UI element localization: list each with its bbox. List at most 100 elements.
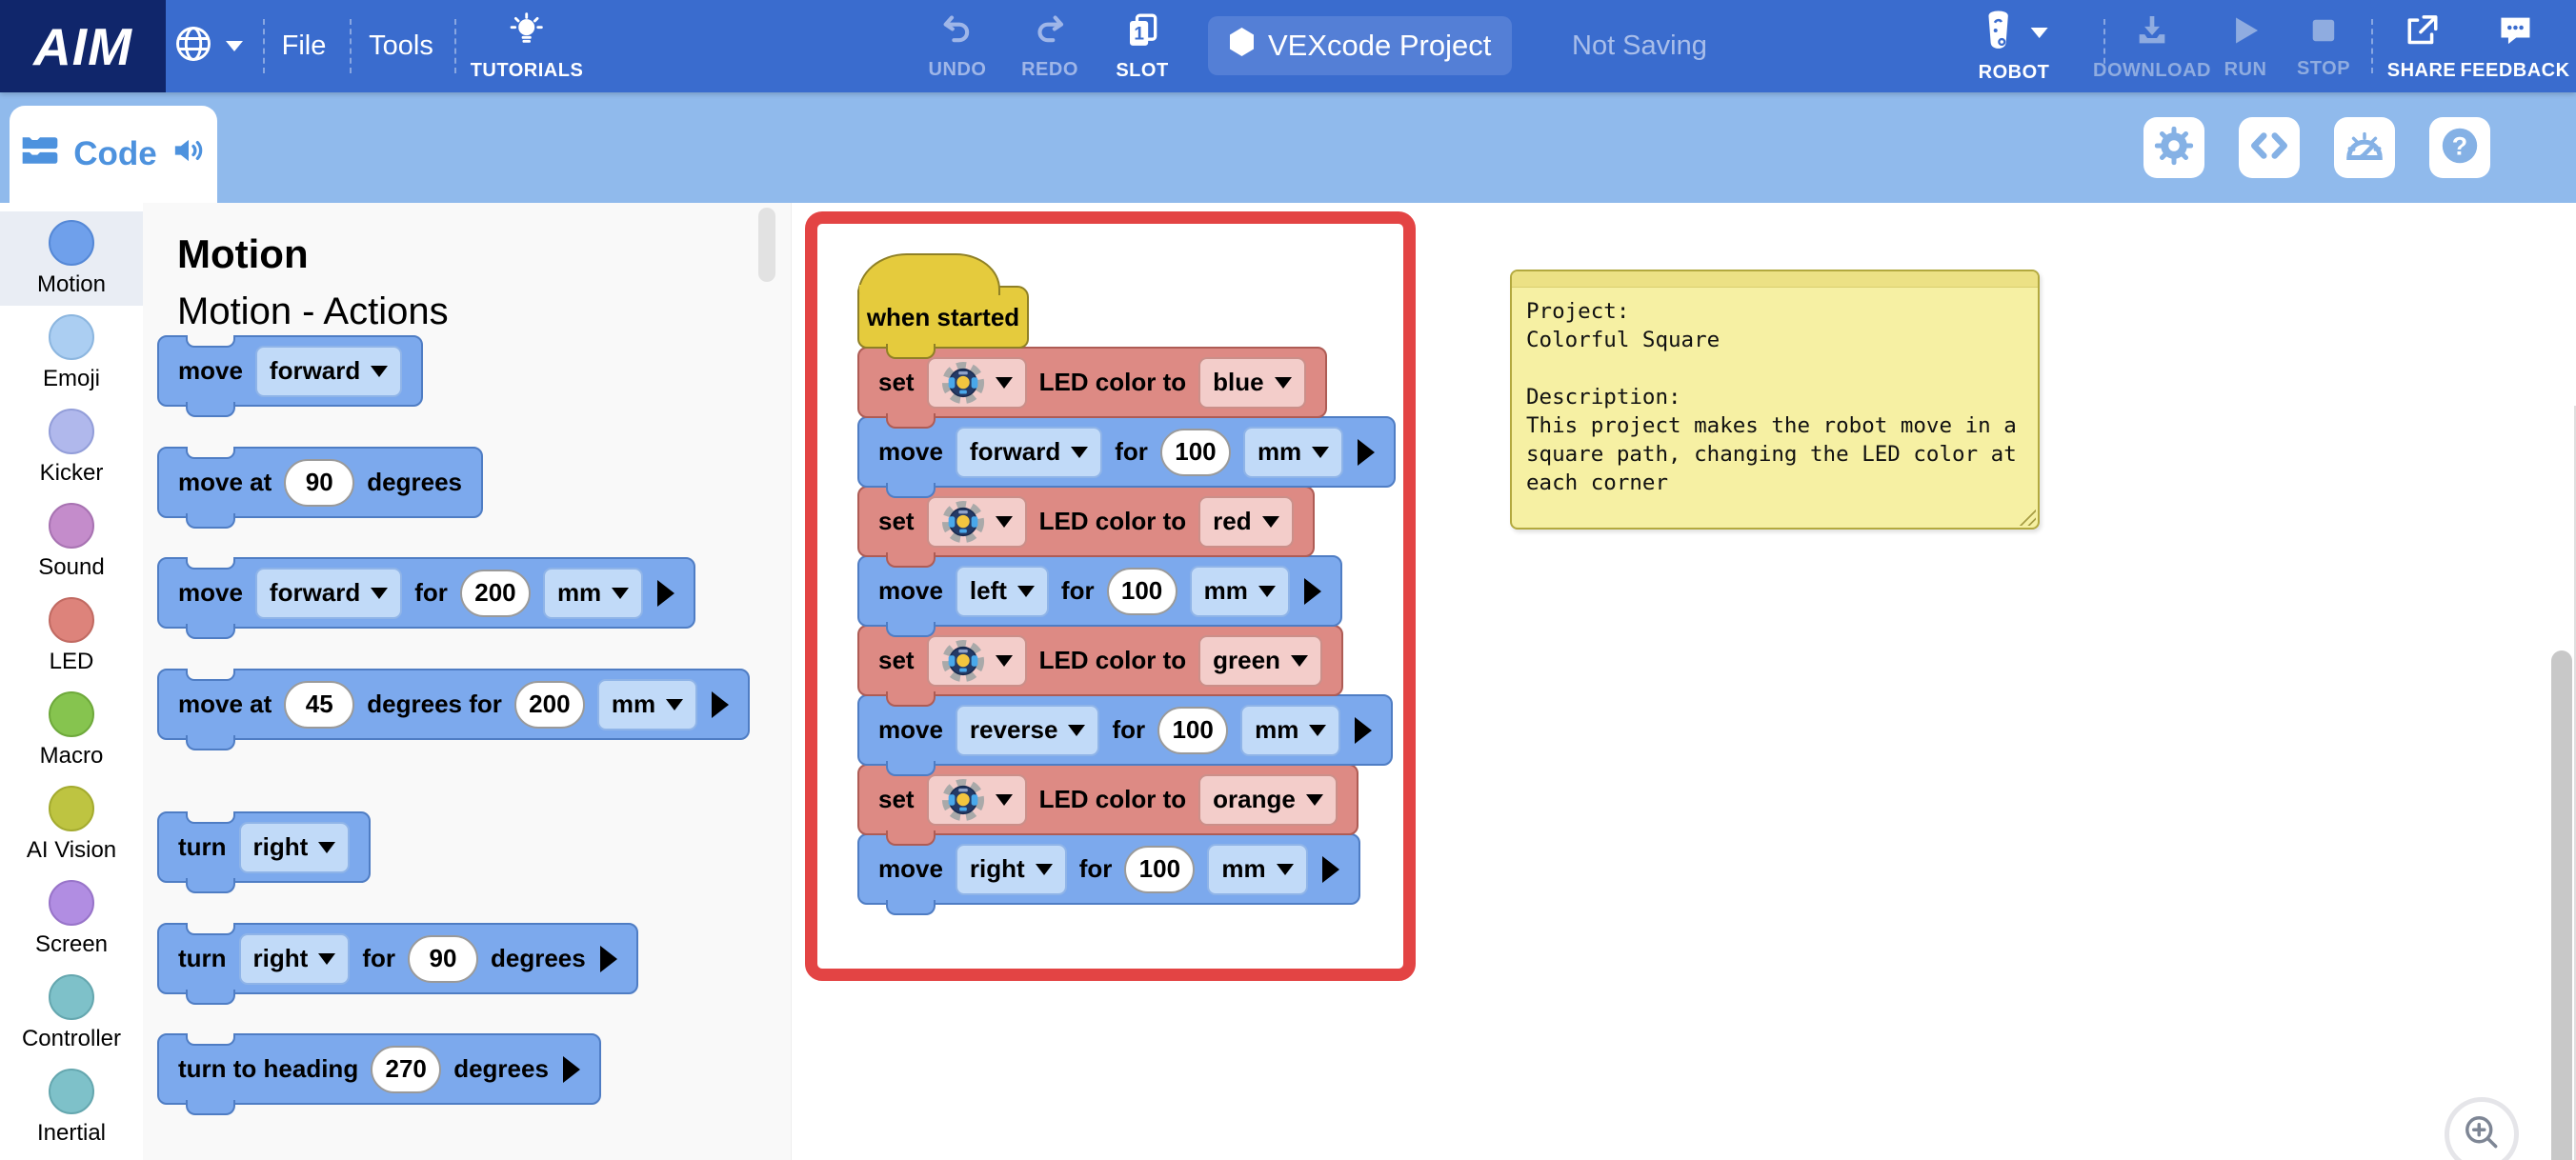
number-input[interactable]: 270 (371, 1045, 442, 1093)
sidebar-item-macro[interactable]: Macro (0, 683, 143, 777)
resize-handle-icon[interactable] (2017, 507, 2036, 526)
block-dropdown[interactable]: forward (254, 567, 403, 619)
sidebar-item-ai-vision[interactable]: AI Vision (0, 777, 143, 871)
number-input[interactable]: 200 (459, 569, 531, 617)
block-dropdown[interactable]: mm (542, 567, 644, 619)
dropdown-value: mm (556, 578, 602, 607)
speaker-icon[interactable] (170, 131, 208, 178)
robot-selector-dropdown[interactable] (926, 356, 1027, 409)
number-input[interactable]: 200 (513, 680, 585, 729)
language-menu[interactable] (172, 0, 243, 92)
sidebar-item-motion[interactable]: Motion (0, 211, 143, 306)
redo-button[interactable]: REDO (1021, 0, 1078, 92)
download-button[interactable]: DOWNLOAD (2093, 0, 2211, 92)
block-notch (186, 811, 235, 824)
block-dropdown[interactable]: mm (1242, 426, 1344, 478)
expand-arrow-icon[interactable] (1303, 577, 1321, 605)
project-comment[interactable]: Project: Colorful Square Description: Th… (1510, 270, 2040, 530)
expand-arrow-icon[interactable] (1355, 716, 1373, 744)
expand-arrow-icon[interactable] (657, 579, 675, 607)
block-dropdown[interactable]: reverse (955, 704, 1100, 756)
block-dropdown[interactable]: forward (955, 426, 1103, 478)
monitor-button[interactable] (2334, 117, 2395, 178)
stop-button[interactable]: STOP (2297, 0, 2350, 92)
block-dropdown[interactable]: forward (254, 345, 403, 397)
number-input[interactable]: 100 (1124, 845, 1196, 893)
slot-label: SLOT (1116, 59, 1169, 81)
expand-arrow-icon[interactable] (562, 1055, 580, 1083)
share-button[interactable]: SHARE (2387, 0, 2457, 92)
block-dropdown[interactable]: blue (1198, 356, 1306, 409)
undo-button[interactable]: UNDO (929, 0, 987, 92)
number-input[interactable]: 100 (1106, 567, 1177, 615)
expand-arrow-icon[interactable] (1358, 438, 1376, 466)
help-button[interactable]: ? (2429, 117, 2490, 178)
palette-block-turn[interactable]: turn right (157, 811, 372, 893)
comment-text[interactable]: Project: Colorful Square Description: Th… (1526, 299, 2017, 495)
block-dropdown[interactable]: mm (1189, 565, 1290, 617)
sidebar-item-screen[interactable]: Screen (0, 871, 143, 966)
block-dropdown[interactable]: green (1198, 634, 1322, 687)
block-dropdown[interactable]: right (955, 843, 1067, 895)
project-name-button[interactable]: VEXcode Project (1208, 16, 1513, 75)
number-input[interactable]: 45 (284, 680, 355, 729)
sidebar-item-controller[interactable]: Controller (0, 966, 143, 1060)
block-dropdown[interactable]: left (955, 565, 1049, 617)
expand-arrow-icon[interactable] (1321, 855, 1339, 883)
comment-header[interactable] (1512, 271, 2038, 288)
slot-button[interactable]: 1 SLOT (1116, 0, 1168, 92)
block-label: for (362, 944, 395, 972)
tab-code[interactable]: Code (10, 106, 217, 203)
zoom-in-button[interactable] (2445, 1097, 2519, 1160)
block-dropdown[interactable]: mm (596, 678, 698, 730)
sidebar-item-sound[interactable]: Sound (0, 494, 143, 589)
block-dropdown[interactable]: right (238, 932, 351, 985)
sidebar-item-led[interactable]: LED (0, 589, 143, 683)
number-input[interactable]: 100 (1159, 428, 1231, 476)
block-dropdown[interactable]: orange (1198, 773, 1338, 826)
page-scrollbar[interactable] (2551, 650, 2572, 1160)
tutorials-button[interactable]: TUTORIALS (471, 0, 584, 92)
sidebar-item-kicker[interactable]: Kicker (0, 400, 143, 494)
palette-scrollbar[interactable] (758, 208, 775, 282)
dropdown-value: forward (269, 578, 361, 607)
sidebar-item-inertial[interactable]: Inertial (0, 1060, 143, 1154)
number-input[interactable]: 100 (1157, 706, 1229, 754)
number-input[interactable]: 90 (284, 458, 355, 507)
menu-tools[interactable]: Tools (369, 30, 433, 61)
sidebar-item-emoji[interactable]: Emoji (0, 306, 143, 400)
expand-arrow-icon[interactable] (599, 945, 617, 972)
block-label: LED color to (1038, 646, 1187, 674)
expand-arrow-icon[interactable] (712, 690, 730, 718)
code-viewer-button[interactable] (2239, 117, 2300, 178)
robot-selector-dropdown[interactable] (926, 634, 1027, 687)
block-dropdown[interactable]: red (1198, 495, 1294, 548)
block-label: turn (178, 832, 227, 861)
settings-button[interactable] (2143, 117, 2204, 178)
robot-selector-dropdown[interactable] (926, 495, 1027, 548)
menu-file[interactable]: File (281, 30, 327, 61)
robot-button[interactable]: ROBOT (1979, 0, 2050, 92)
block-dropdown[interactable]: mm (1207, 843, 1308, 895)
number-input[interactable]: 90 (407, 934, 478, 983)
block-dropdown[interactable]: right (238, 821, 351, 873)
run-button[interactable]: RUN (2224, 0, 2267, 92)
when-started-hat-block[interactable]: when started (857, 253, 1029, 359)
feedback-button[interactable]: FEEDBACK (2460, 0, 2569, 92)
block-dropdown[interactable]: mm (1240, 704, 1341, 756)
robot-selector-dropdown[interactable] (926, 773, 1027, 826)
